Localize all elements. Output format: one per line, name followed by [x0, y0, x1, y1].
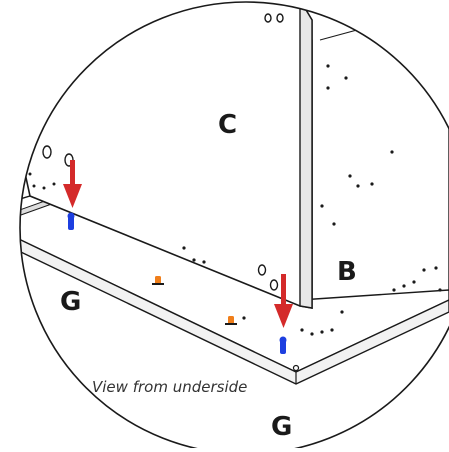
label-panel-g-bottom: G — [271, 412, 293, 442]
blue-dowel-pin-icon — [279, 336, 287, 354]
label-panel-b: B — [337, 257, 357, 287]
label-panel-g-left: G — [60, 287, 82, 317]
label-panel-c: C — [218, 110, 238, 140]
magnifier-circle — [19, 1, 449, 452]
orange-cam-pin-icon — [152, 276, 164, 285]
panel-b — [299, 4, 449, 319]
down-arrow-icon — [63, 160, 82, 208]
panel-g-holes — [182, 246, 344, 372]
orange-cam-pin-icon — [225, 316, 237, 325]
blue-dowel-pin-icon — [67, 212, 75, 230]
down-arrow-icon — [274, 274, 293, 328]
panel-b-holes — [320, 64, 442, 292]
view-caption: View from underside — [92, 378, 248, 396]
